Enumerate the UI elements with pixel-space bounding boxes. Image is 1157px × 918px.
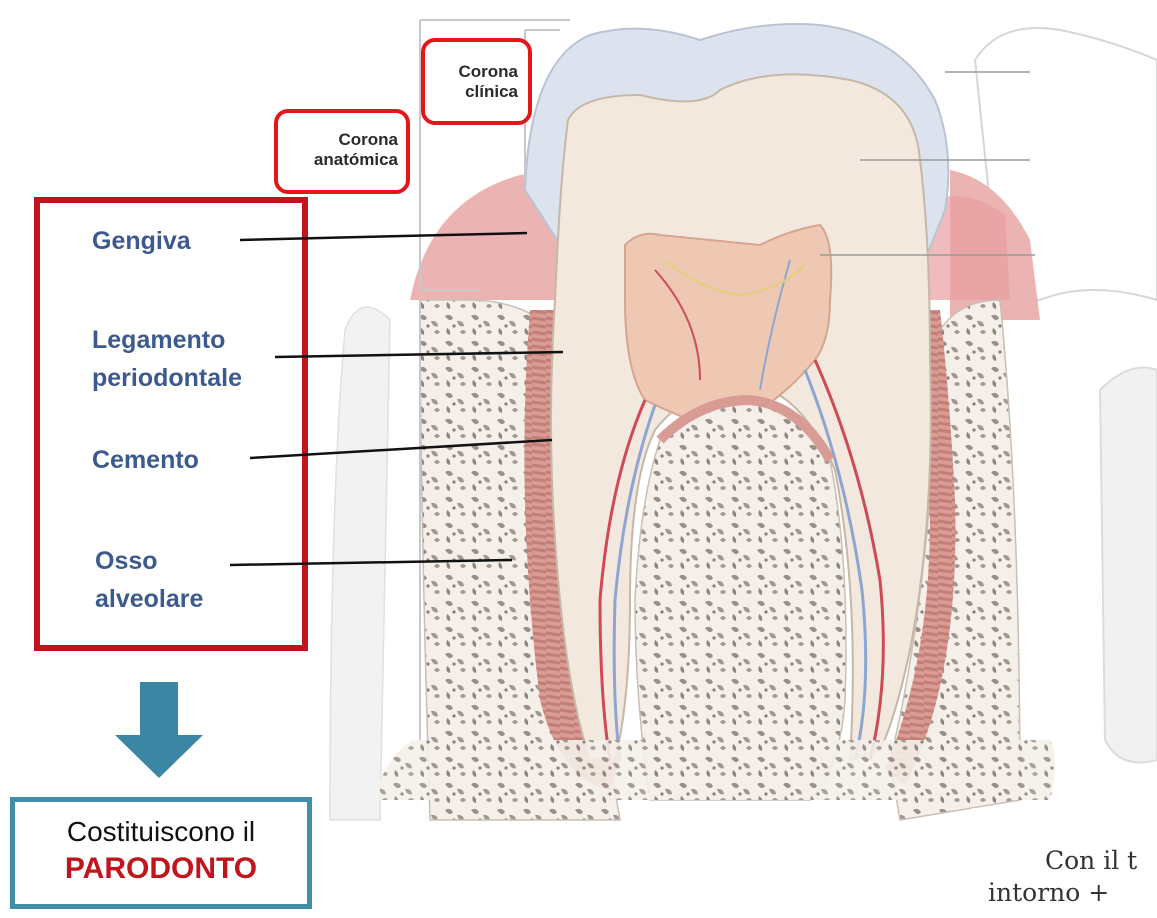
legamento-periodontale-label: Legamento periodontale [92, 321, 242, 397]
legamento-line2: periodontale [92, 364, 242, 392]
footer-text-line2: intorno + [988, 878, 1109, 907]
conclusion-line1: Costituiscono il [15, 816, 307, 848]
footer-text-line1: Con il t [1045, 846, 1137, 875]
corona-clinica-label: Corona clínica [432, 62, 518, 102]
corona-anatomica-line2: anatómica [314, 150, 398, 169]
corona-anatomica-label: Corona anatómica [282, 130, 398, 170]
parodonto-box: Costituiscono il PARODONTO [10, 797, 312, 909]
osso-alveolare-label: Osso alveolare [95, 542, 203, 618]
legamento-line1: Legamento [92, 326, 225, 354]
osso-line2: alveolare [95, 585, 203, 613]
osso-line1: Osso [95, 547, 158, 575]
corona-clinica-line1: Corona [459, 62, 519, 81]
corona-clinica-line2: clínica [465, 82, 518, 101]
cemento-label: Cemento [92, 441, 199, 479]
corona-anatomica-line1: Corona [339, 130, 399, 149]
conclusion-line2: PARODONTO [15, 852, 307, 886]
down-arrow-icon [115, 682, 203, 778]
gengiva-label: Gengiva [92, 222, 191, 260]
